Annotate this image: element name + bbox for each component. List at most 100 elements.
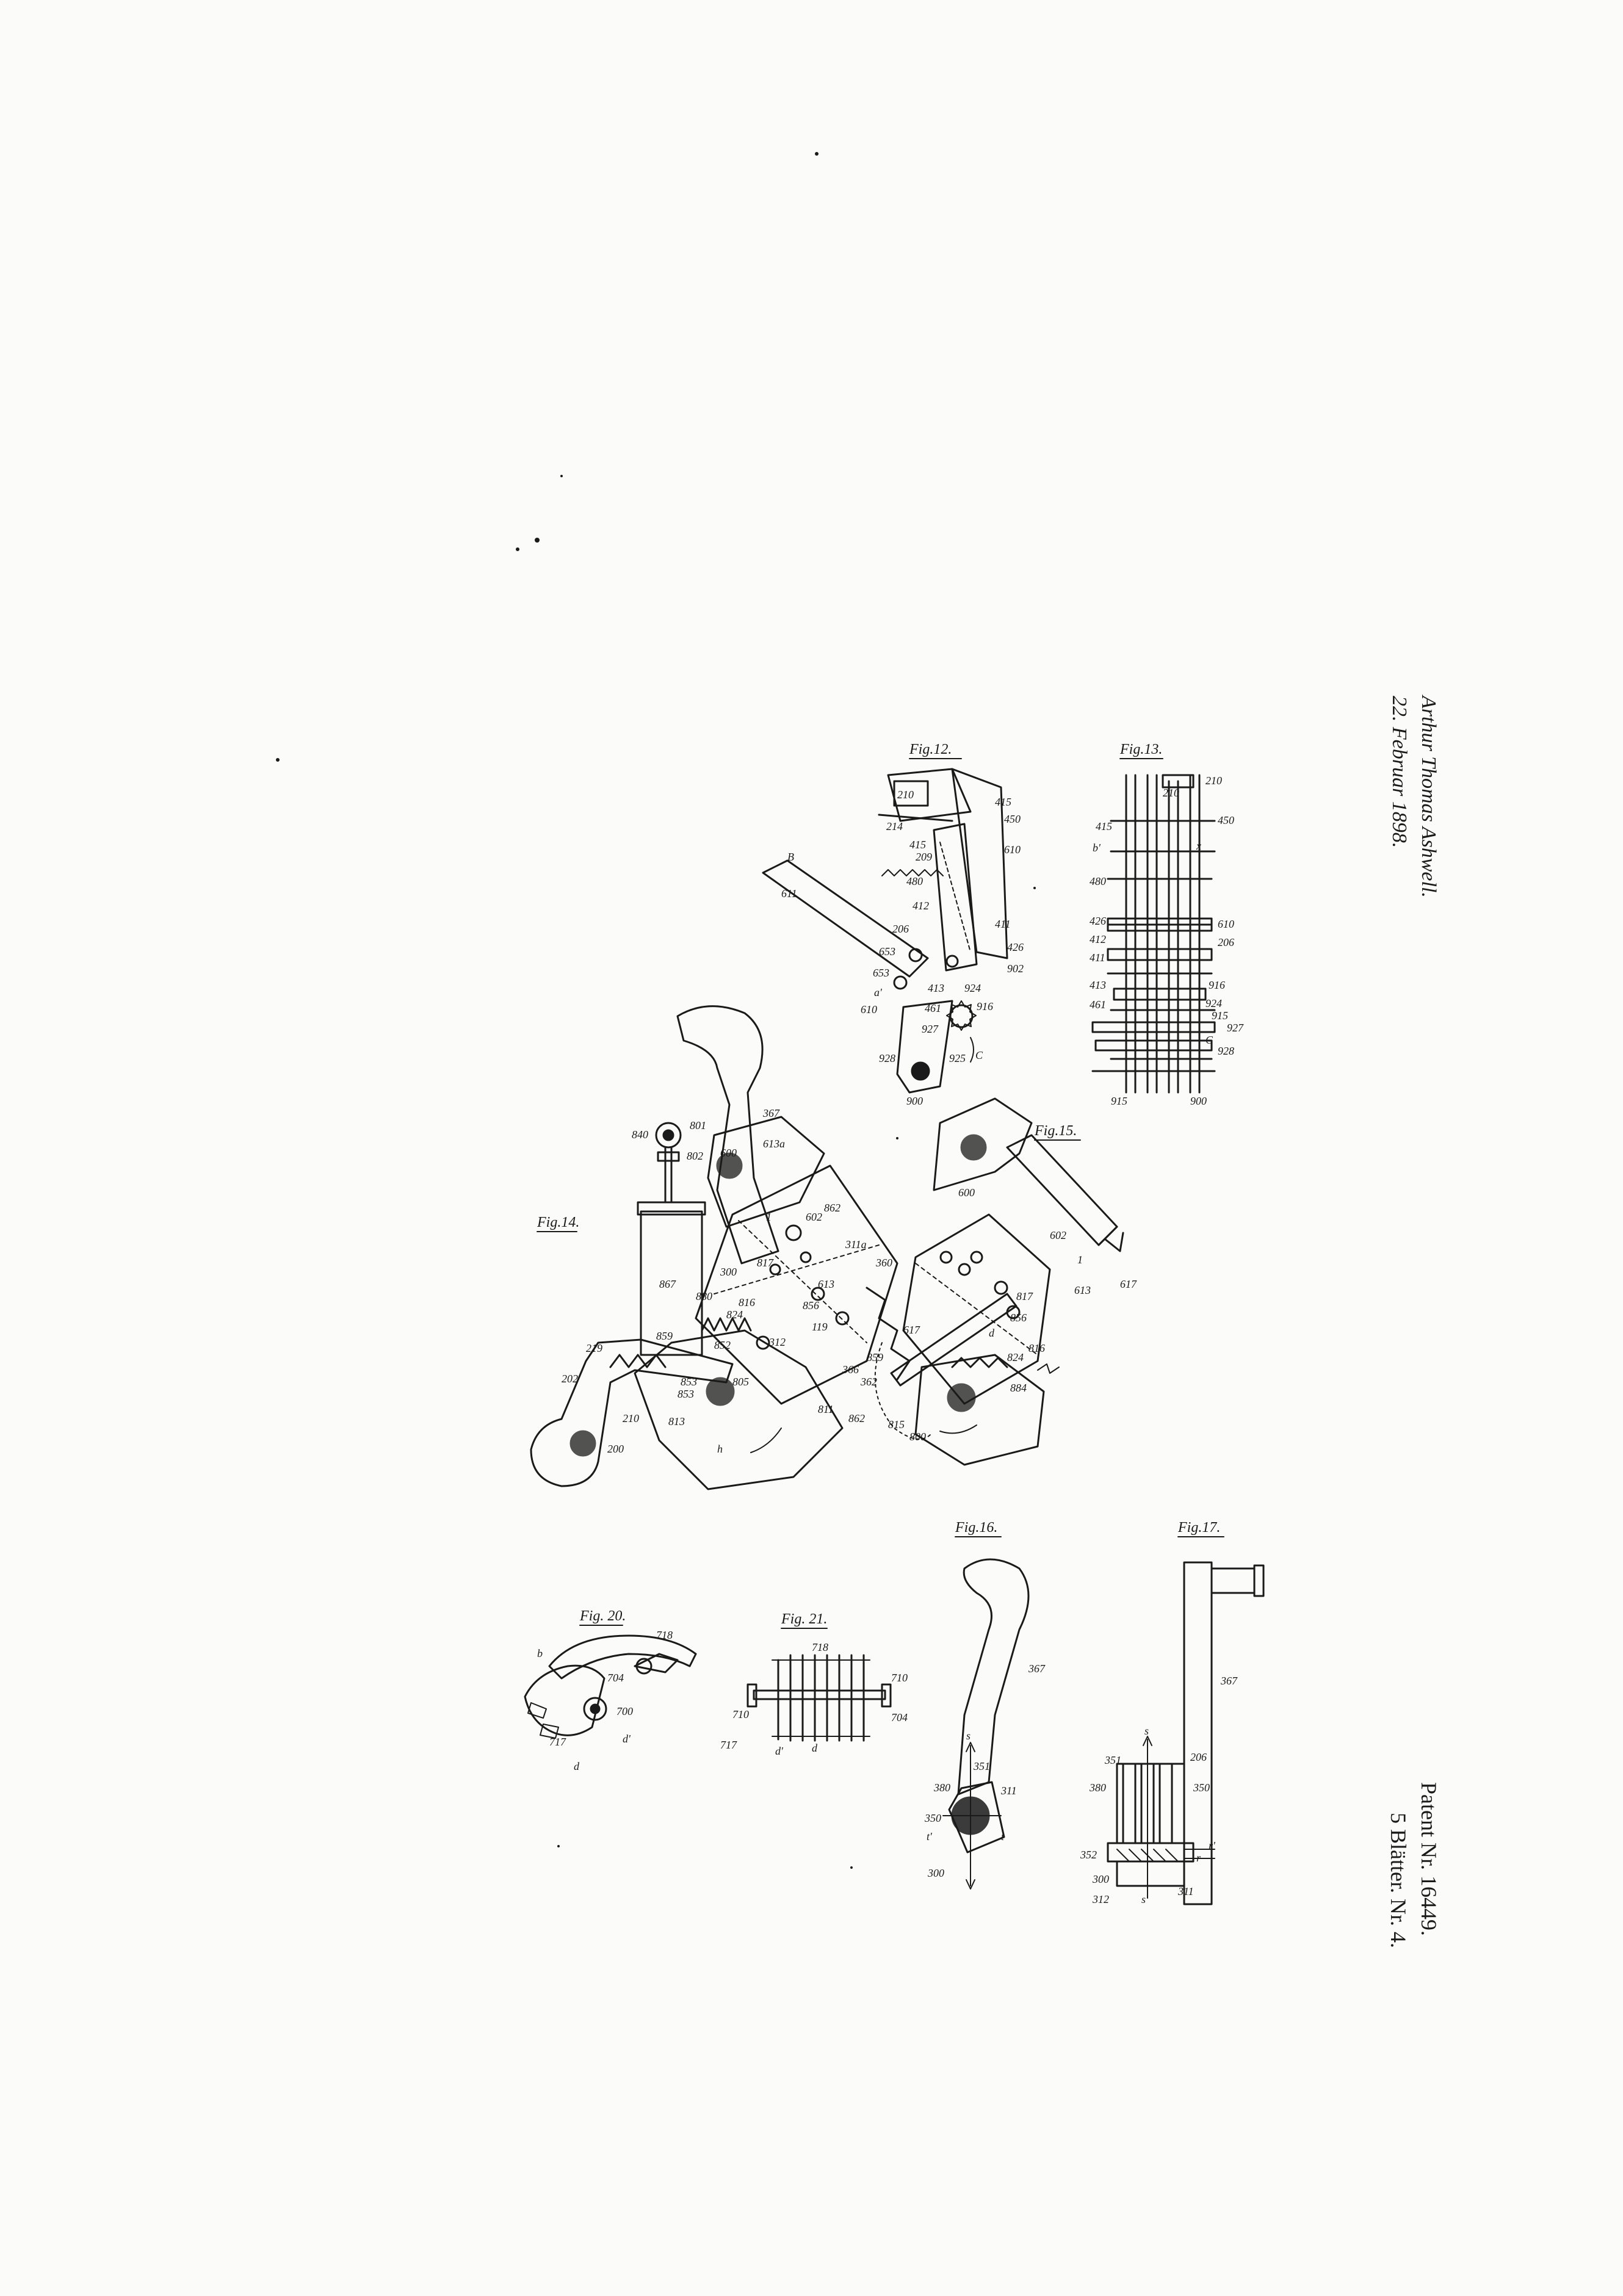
svg-text:210: 210 (1163, 787, 1179, 799)
svg-text:351: 351 (973, 1760, 990, 1772)
svg-text:613: 613 (818, 1278, 834, 1290)
svg-text:300: 300 (1092, 1873, 1109, 1885)
svg-text:852: 852 (714, 1339, 731, 1351)
svg-text:816: 816 (739, 1296, 755, 1309)
svg-text:927: 927 (1227, 1022, 1244, 1034)
svg-text:412: 412 (913, 900, 929, 912)
svg-text:653: 653 (873, 967, 889, 979)
svg-text:206: 206 (1218, 936, 1234, 948)
svg-text:b: b (537, 1647, 543, 1659)
svg-text:362: 362 (860, 1376, 877, 1388)
svg-text:312: 312 (1092, 1893, 1109, 1905)
svg-text:350: 350 (1193, 1782, 1210, 1794)
svg-text:817: 817 (1016, 1290, 1033, 1302)
svg-text:613a: 613a (763, 1138, 785, 1150)
svg-text:862: 862 (824, 1202, 840, 1214)
svg-text:214: 214 (886, 820, 903, 832)
svg-text:480: 480 (1090, 875, 1106, 887)
svg-text:813: 813 (668, 1415, 685, 1428)
svg-text:210: 210 (623, 1412, 639, 1424)
svg-text:119: 119 (812, 1321, 828, 1333)
svg-text:r': r' (1209, 1839, 1216, 1852)
svg-text:916: 916 (1209, 979, 1225, 991)
svg-text:d': d' (775, 1745, 784, 1757)
svg-text:360: 360 (875, 1257, 892, 1269)
svg-text:415: 415 (995, 796, 1011, 808)
fig17-label: Fig.17. (1177, 1520, 1220, 1536)
svg-text:200: 200 (607, 1443, 624, 1455)
svg-text:924: 924 (964, 982, 981, 994)
svg-text:610: 610 (1004, 843, 1021, 856)
svg-text:380: 380 (1089, 1782, 1106, 1794)
svg-text:411: 411 (995, 918, 1011, 930)
svg-text:367: 367 (1028, 1662, 1046, 1675)
svg-text:415: 415 (909, 839, 926, 851)
svg-text:d: d (812, 1742, 818, 1754)
paper-specks (276, 152, 1036, 1869)
figure-12: Fig.12. 210 214 415 450 610 B 611 209 41… (762, 742, 1024, 1107)
svg-text:916: 916 (977, 1000, 993, 1013)
svg-text:801: 801 (690, 1119, 706, 1132)
svg-text:413: 413 (1090, 979, 1106, 991)
svg-text:366: 366 (842, 1363, 859, 1376)
svg-text:617: 617 (1120, 1278, 1137, 1290)
svg-text:925: 925 (949, 1052, 966, 1064)
fig14-label: Fig.14. (537, 1215, 579, 1230)
figure-21: Fig. 21. 718 710 710 704 717 d' d (720, 1611, 908, 1757)
svg-text:350: 350 (924, 1812, 941, 1824)
svg-text:311a: 311a (845, 1238, 867, 1251)
figure-17: Fig.17. 367 s 351 206 380 350 r' (1080, 1520, 1265, 1905)
svg-text:h: h (717, 1443, 723, 1455)
figure-20: Fig. 20. 718 b 704 700 717 d' d (524, 1608, 697, 1772)
svg-text:853: 853 (681, 1376, 697, 1388)
svg-text:884: 884 (1010, 1382, 1027, 1394)
svg-text:856: 856 (803, 1299, 819, 1312)
svg-text:367: 367 (1220, 1675, 1238, 1687)
svg-text:859: 859 (867, 1351, 883, 1363)
svg-text:s: s (966, 1730, 971, 1742)
svg-text:1: 1 (1077, 1254, 1083, 1266)
svg-text:928: 928 (1218, 1045, 1234, 1057)
svg-text:704: 704 (891, 1711, 908, 1724)
svg-text:710: 710 (891, 1672, 908, 1684)
svg-text:900: 900 (1190, 1095, 1207, 1107)
fig13-label: Fig.13. (1119, 742, 1162, 757)
svg-text:800: 800 (909, 1431, 926, 1443)
svg-text:300: 300 (720, 1266, 737, 1278)
svg-text:802: 802 (687, 1150, 703, 1162)
svg-text:480: 480 (906, 875, 923, 887)
fig16-label: Fig.16. (955, 1520, 997, 1536)
svg-text:x: x (1196, 840, 1201, 852)
svg-text:367: 367 (762, 1107, 780, 1119)
svg-text:815: 815 (888, 1418, 905, 1431)
svg-text:710: 710 (732, 1708, 749, 1720)
svg-text:B: B (787, 851, 794, 863)
svg-text:602: 602 (806, 1211, 822, 1223)
svg-text:915: 915 (1212, 1009, 1228, 1022)
svg-text:915: 915 (1111, 1095, 1127, 1107)
svg-text:210: 210 (1206, 774, 1222, 787)
svg-text:600: 600 (958, 1186, 975, 1199)
svg-text:900: 900 (906, 1095, 923, 1107)
fig15-label: Fig.15. (1034, 1123, 1077, 1139)
svg-text:d': d' (623, 1733, 631, 1745)
svg-text:718: 718 (812, 1641, 828, 1653)
svg-text:700: 700 (616, 1705, 633, 1717)
svg-text:312: 312 (768, 1336, 786, 1348)
svg-text:717: 717 (720, 1739, 737, 1751)
svg-text:t: t (1001, 1830, 1005, 1843)
svg-text:311: 311 (1000, 1785, 1017, 1797)
svg-text:602: 602 (1050, 1229, 1066, 1241)
svg-text:a': a' (874, 986, 883, 998)
svg-text:613: 613 (1074, 1284, 1091, 1296)
svg-text:210: 210 (897, 789, 914, 801)
svg-text:717: 717 (549, 1736, 566, 1748)
fig20-label: Fig. 20. (579, 1608, 626, 1624)
svg-text:867: 867 (659, 1278, 676, 1290)
svg-text:C: C (975, 1049, 983, 1061)
svg-text:209: 209 (916, 851, 932, 863)
svg-text:412: 412 (1090, 933, 1106, 945)
svg-text:824: 824 (726, 1309, 743, 1321)
svg-text:610: 610 (861, 1003, 877, 1016)
